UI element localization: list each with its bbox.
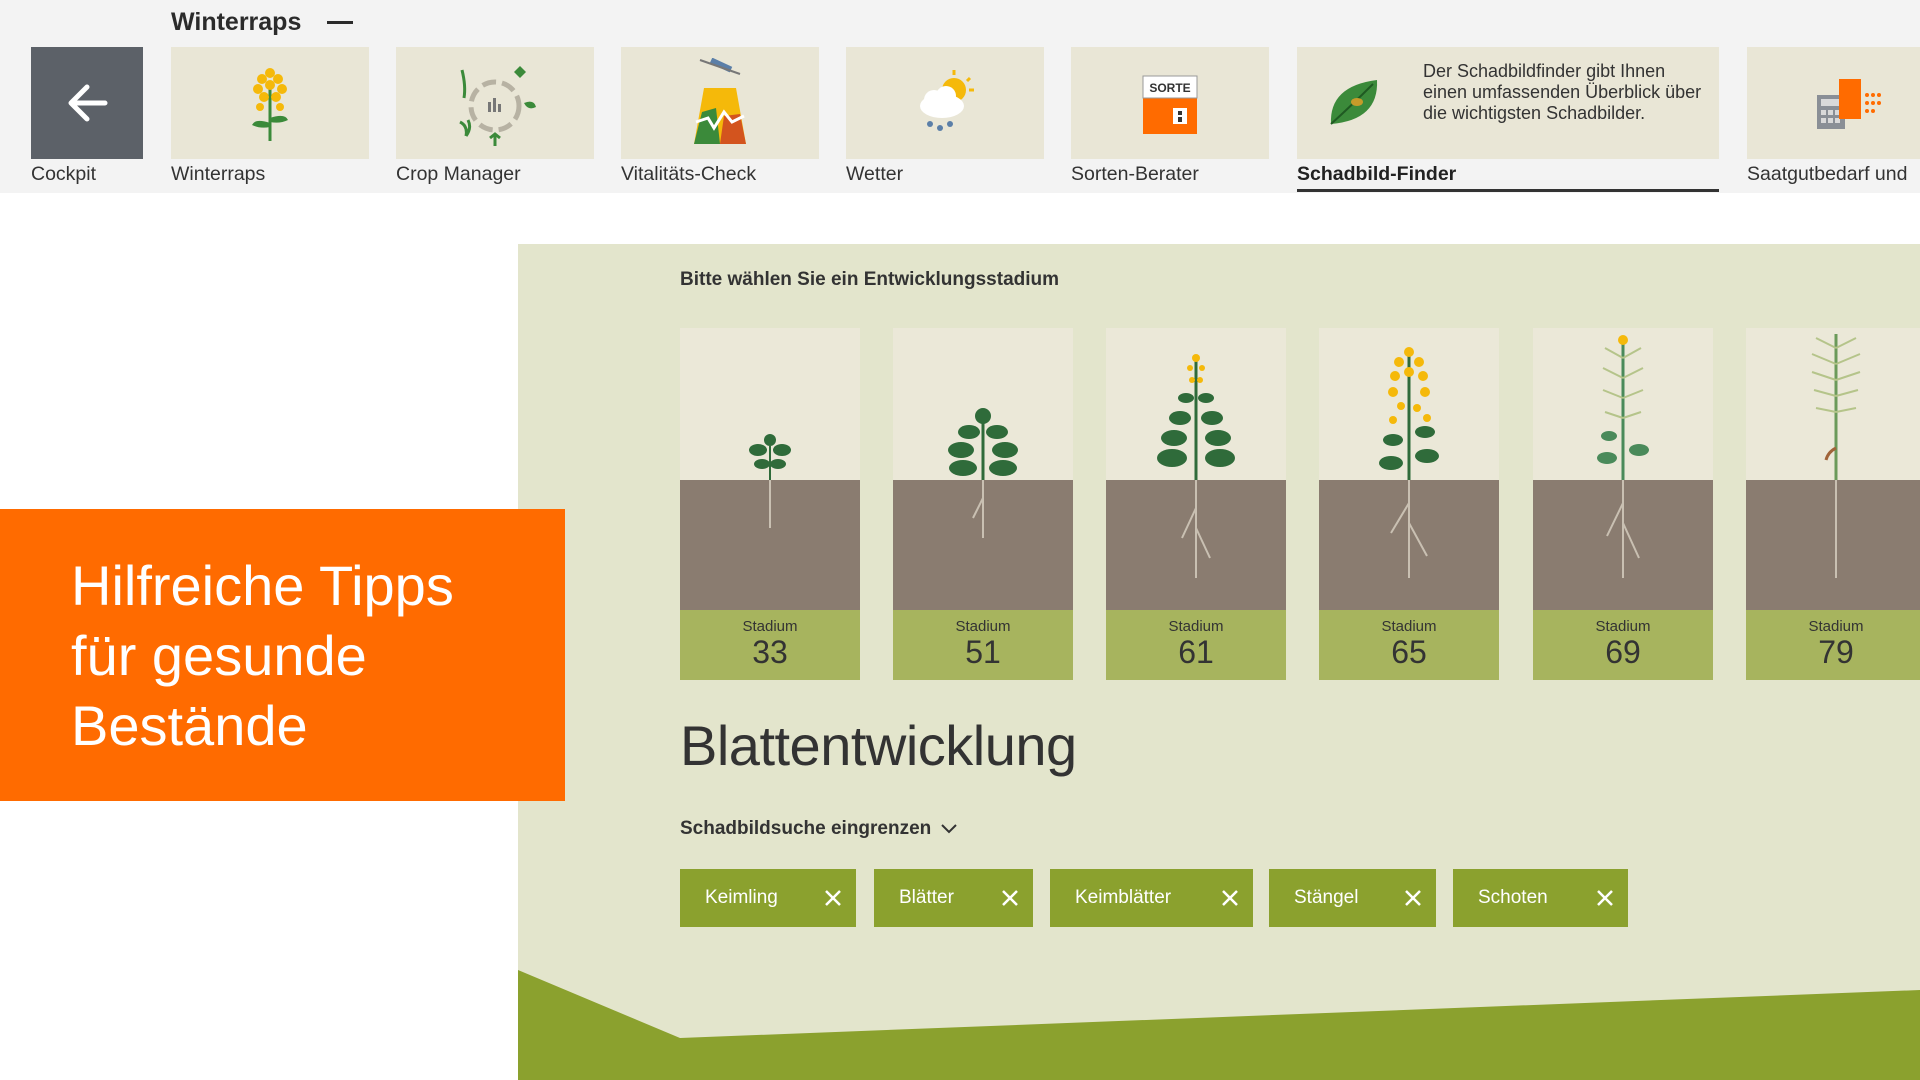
plant-seedling-icon <box>749 434 791 528</box>
stage-number: 61 <box>1178 634 1214 670</box>
back-button-label[interactable]: Cockpit <box>31 163 97 185</box>
damage-finder-description: Der Schadbildfinder gibt Ihnen einen umf… <box>1423 61 1702 123</box>
stage-word: Stadium <box>955 618 1011 635</box>
plant-budding-icon <box>1157 354 1235 578</box>
plant-pod-development-icon <box>1811 334 1861 578</box>
stage-number: 33 <box>752 634 788 670</box>
tile-weather-label[interactable]: Wetter <box>846 163 904 185</box>
stage-word: Stadium <box>1808 618 1864 635</box>
calculator-icon <box>1817 79 1881 129</box>
filter-chip-keimblaetter[interactable]: Keimblätter <box>1050 869 1253 927</box>
filter-toggle[interactable]: Schadbildsuche eingrenzen <box>680 818 957 840</box>
stage-word: Stadium <box>1381 618 1437 635</box>
stage-card-79[interactable]: Stadium 79 <box>1746 328 1920 680</box>
chevron-down-icon <box>941 824 957 834</box>
promo-line-1: Hilfreiche Tipps <box>71 554 454 617</box>
close-icon[interactable] <box>1221 889 1239 907</box>
stage-number: 69 <box>1605 634 1641 670</box>
chip-label: Keimblätter <box>1075 887 1172 908</box>
stage-number: 65 <box>1391 634 1427 670</box>
chip-label: Schoten <box>1478 887 1548 908</box>
seed-bag-icon: SORTE <box>1142 75 1198 134</box>
weather-cloud-sun-icon <box>920 70 974 131</box>
promo-headline: Hilfreiche Tipps für gesunde Bestände <box>71 551 454 761</box>
stage-number: 79 <box>1818 634 1854 670</box>
stage-word: Stadium <box>1595 618 1651 635</box>
leaf-icon <box>1330 80 1378 125</box>
close-icon[interactable] <box>824 889 842 907</box>
tile-crop-manager[interactable] <box>396 47 594 159</box>
satellite-field-icon <box>694 58 746 144</box>
stage-word: Stadium <box>1168 618 1224 635</box>
plant-late-flowering-icon <box>1597 335 1649 578</box>
crop-cycle-icon <box>459 66 536 146</box>
top-navigation: Winterraps Cockpit Winterraps <box>0 0 1920 193</box>
tile-seed-demand-label[interactable]: Saatgutbedarf und <box>1747 163 1908 185</box>
chip-label: Stängel <box>1294 887 1359 908</box>
active-tab-indicator <box>1297 189 1719 192</box>
stage-number: 51 <box>965 634 1001 670</box>
close-icon[interactable] <box>1001 889 1019 907</box>
tile-variety-advisor-label[interactable]: Sorten-Berater <box>1071 163 1199 185</box>
stage-card-33[interactable]: Stadium 33 <box>680 328 860 680</box>
damage-finder-panel: Bitte wählen Sie ein Entwicklungsstadium… <box>518 244 1920 1080</box>
tile-vitality-check-label[interactable]: Vitalitäts-Check <box>621 163 757 185</box>
collapse-dash-icon[interactable] <box>327 21 354 24</box>
close-icon[interactable] <box>1404 889 1422 907</box>
filter-chip-keimling[interactable]: Keimling <box>680 869 856 927</box>
crop-selector[interactable]: Winterraps <box>171 8 354 37</box>
tile-winterraps[interactable] <box>171 47 369 159</box>
section-title: Blattentwicklung <box>680 714 1077 777</box>
plant-leaf-rosette-icon <box>948 408 1018 538</box>
stage-word: Stadium <box>742 618 798 635</box>
filter-chip-schoten[interactable]: Schoten <box>1453 869 1628 927</box>
tile-weather[interactable] <box>846 47 1044 159</box>
stage-card-69[interactable]: Stadium 69 <box>1533 328 1713 680</box>
sorte-badge: SORTE <box>1149 81 1190 95</box>
close-icon[interactable] <box>1596 889 1614 907</box>
tile-variety-advisor[interactable]: SORTE <box>1071 47 1269 159</box>
filter-chip-blaetter[interactable]: Blätter <box>874 869 1033 927</box>
chip-label: Blätter <box>899 887 954 908</box>
chip-label: Keimling <box>705 887 778 908</box>
stage-card-65[interactable]: Stadium 65 <box>1319 328 1499 680</box>
promo-banner: Hilfreiche Tipps für gesunde Bestände <box>0 509 565 801</box>
filter-chip-staengel[interactable]: Stängel <box>1269 869 1436 927</box>
crop-title: Winterraps <box>171 8 302 36</box>
tile-winterraps-label[interactable]: Winterraps <box>171 163 266 185</box>
filter-toggle-label: Schadbildsuche eingrenzen <box>680 818 932 839</box>
promo-line-2: für gesunde <box>71 624 367 687</box>
stage-card-61[interactable]: Stadium 61 <box>1106 328 1286 680</box>
tile-damage-finder-label[interactable]: Schadbild-Finder <box>1297 163 1457 185</box>
promo-line-3: Bestände <box>71 694 308 757</box>
arrow-left-icon <box>68 84 108 122</box>
tile-vitality-check[interactable] <box>621 47 819 159</box>
tile-damage-finder[interactable] <box>1297 47 1719 159</box>
tile-crop-manager-label[interactable]: Crop Manager <box>396 163 521 185</box>
rapeseed-plant-icon <box>252 68 288 141</box>
plant-flowering-icon <box>1379 347 1439 578</box>
back-button[interactable] <box>31 47 143 159</box>
tile-seed-demand[interactable] <box>1747 47 1920 159</box>
decorative-field-shape <box>518 970 1920 1080</box>
stage-prompt: Bitte wählen Sie ein Entwicklungsstadium <box>680 269 1060 290</box>
stage-card-51[interactable]: Stadium 51 <box>893 328 1073 680</box>
